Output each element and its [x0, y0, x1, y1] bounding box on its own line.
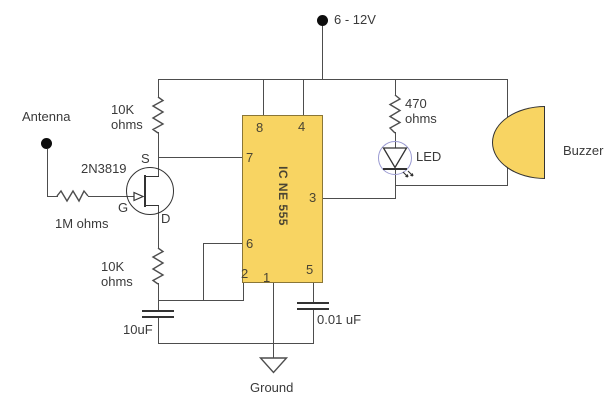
wire-pin2-v: [243, 283, 245, 301]
resistor-r3-label-line1: 10K: [101, 259, 125, 274]
resistor-r1-label: 10K ohms: [111, 102, 143, 132]
ic-pin-1: 1: [263, 270, 271, 285]
wire-pin5-v: [313, 283, 315, 302]
wire-r4-top: [395, 79, 397, 96]
resistor-symbol-10k-top: [151, 96, 165, 134]
resistor-r1-label-line2: ohms: [111, 117, 143, 132]
buzzer-symbol: [492, 106, 545, 179]
wire-gate-left: [47, 196, 58, 198]
transistor-source-label: S: [141, 151, 150, 166]
jfet-symbol: [126, 167, 174, 215]
wire-r1-bottom-to-source: [158, 132, 160, 177]
wire-c1-top: [158, 300, 160, 310]
transistor-gate-label: G: [118, 200, 129, 215]
resistor-r4-label: 470 ohms: [405, 96, 437, 126]
capacitor-c1-plate-top: [142, 310, 174, 312]
jfet-source-lead: [145, 176, 159, 178]
resistor-r2-label: 1M ohms: [55, 216, 109, 231]
wire-pin7: [158, 157, 243, 159]
capacitor-c2-plate-bottom: [297, 308, 329, 310]
capacitor-c2-label: 0.01 uF: [317, 312, 362, 327]
wire-r1-top: [158, 79, 160, 98]
led-diode-triangle: [382, 147, 408, 169]
led-emission-arrows-icon: [402, 170, 414, 178]
led-symbol: [378, 141, 412, 175]
ic-name-label: IC NE 555: [275, 165, 290, 226]
power-label: 6 - 12V: [334, 12, 376, 27]
power-terminal-dot: [317, 15, 328, 26]
wire-c2-bottom: [313, 310, 315, 344]
antenna-label: Antenna: [22, 109, 71, 124]
wire-r3-bottom: [158, 283, 160, 301]
resistor-r3-label: 10K ohms: [101, 259, 133, 289]
wire-bottom-rail: [158, 343, 314, 345]
wire-r4-to-led: [395, 132, 397, 148]
wire-pin6-v: [203, 243, 205, 301]
capacitor-c1-label: 10uF: [123, 322, 153, 337]
ground-label: Ground: [250, 380, 294, 395]
ic-pin-8: 8: [256, 120, 264, 135]
jfet-gate-arrow-icon: [133, 191, 145, 202]
wire-antenna-drop: [47, 149, 49, 197]
ic-ne555-body: IC NE 555: [242, 115, 323, 283]
jfet-drain-lead: [145, 205, 159, 207]
resistor-symbol-1m-gate: [56, 189, 89, 203]
capacitor-c1-plate-bottom: [142, 316, 174, 318]
resistor-r4-label-line1: 470: [405, 96, 427, 111]
resistor-symbol-470: [388, 94, 402, 134]
ic-pin-6: 6: [246, 236, 254, 251]
wire-pin1-ground: [273, 283, 275, 358]
capacitor-c2-plate-top: [297, 302, 329, 304]
wire-led-to-buzzer: [395, 185, 508, 187]
ic-pin-5: 5: [306, 262, 314, 277]
transistor-name-label: 2N3819: [81, 161, 127, 176]
wire-drain: [158, 205, 160, 249]
led-cathode-bar: [383, 168, 407, 170]
ground-icon: [258, 357, 289, 374]
led-label: LED: [416, 149, 442, 164]
wire-gate-right: [88, 196, 135, 198]
antenna-terminal-dot: [41, 138, 52, 149]
ic-pin-2: 2: [241, 266, 249, 281]
wire-top-bus: [158, 79, 508, 81]
wire-supply: [322, 25, 324, 80]
resistor-r3-label-line2: ohms: [101, 274, 133, 289]
wire-pin8-v: [263, 79, 265, 115]
wire-node-row: [158, 300, 244, 302]
resistor-symbol-10k-bottom: [151, 247, 165, 285]
resistor-r1-label-line1: 10K: [111, 102, 135, 117]
wire-pin4-v: [303, 79, 305, 115]
wire-c1-bottom: [158, 318, 160, 344]
ic-pin-3: 3: [309, 190, 317, 205]
resistor-r4-label-line2: ohms: [405, 111, 437, 126]
jfet-channel-bar: [144, 175, 147, 207]
ic-pin-4: 4: [298, 119, 306, 134]
wire-led-cathode: [395, 169, 397, 199]
wire-pin6-h: [203, 243, 243, 245]
ic-pin-7: 7: [246, 150, 254, 165]
buzzer-label: Buzzer: [563, 143, 604, 158]
transistor-drain-label: D: [161, 211, 171, 226]
wire-pin3-h: [323, 198, 395, 200]
